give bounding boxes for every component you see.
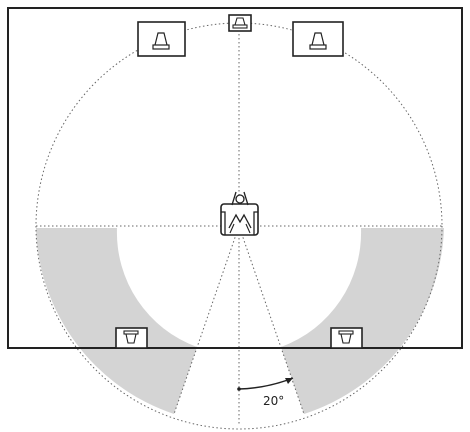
front-right-speaker xyxy=(292,21,344,57)
angle-arc xyxy=(238,377,294,390)
angle-arc-arrowhead xyxy=(285,378,293,384)
front-left-speaker xyxy=(137,21,186,57)
center-speaker xyxy=(228,14,252,32)
surround-right-speaker xyxy=(330,327,363,349)
angle-arc-dot xyxy=(237,387,241,391)
speaker-icon xyxy=(309,32,327,50)
speaker-icon xyxy=(152,32,170,50)
surround-zone-left xyxy=(36,228,197,414)
room-outline xyxy=(7,7,463,349)
listener-icon xyxy=(220,191,259,236)
surround-left-speaker xyxy=(115,327,148,349)
angle-ray-right xyxy=(238,225,305,415)
angle-label: 20° xyxy=(263,394,284,408)
speaker-icon xyxy=(123,330,139,344)
speaker-icon xyxy=(338,330,354,344)
angle-ray-left xyxy=(173,225,240,415)
speaker-icon xyxy=(232,17,248,29)
surround-zone-right xyxy=(281,228,444,414)
